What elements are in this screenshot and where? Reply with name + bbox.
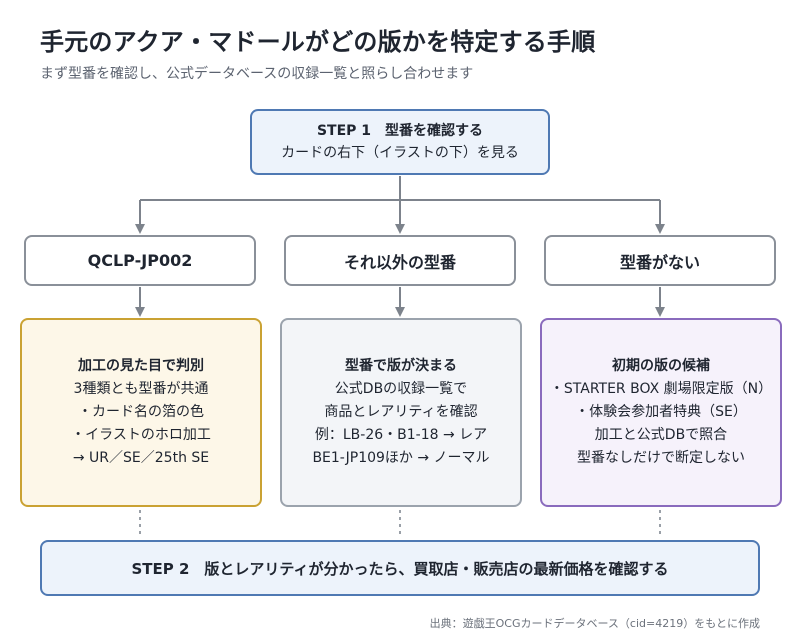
- detail-qclp-box: 加工の見た目で判別 3種類とも型番が共通 ・カード名の箔の色 ・イラストのホロ加…: [20, 318, 262, 507]
- branch-qclp-label: QCLP-JP002: [87, 251, 193, 270]
- detail-none-line: ・体験会参加者特典（SE）: [575, 404, 747, 420]
- detail-none-line: 型番なしだけで断定しない: [577, 450, 745, 466]
- branch-none-label: 型番がない: [619, 252, 700, 272]
- detail-other-heading: 型番で版が決まる: [345, 358, 457, 374]
- detail-other-line: 公式DBの収録一覧で: [334, 381, 468, 397]
- detail-other-box: 型番で版が決まる 公式DBの収録一覧で 商品とレアリティを確認 例：LB-26・…: [280, 318, 522, 507]
- detail-none-box: 初期の版の候補 ・STARTER BOX 劇場限定版（N） ・体験会参加者特典（…: [540, 318, 782, 507]
- detail-qclp-line: ・カード名の箔の色: [78, 404, 204, 420]
- step1-instruction: カードの右下（イラストの下）を見る: [281, 145, 519, 161]
- detail-none-line: ・STARTER BOX 劇場限定版（N）: [549, 381, 773, 397]
- detail-other-line: BE1-JP109ほか → ノーマル: [312, 450, 490, 466]
- detail-none-heading: 初期の版の候補: [612, 358, 710, 374]
- detail-qclp-line: → UR／SE／25th SE: [72, 450, 210, 466]
- detail-none-line: 加工と公式DBで照合: [594, 427, 728, 443]
- branch-none-box: 型番がない: [544, 235, 776, 286]
- detail-qclp-line: 3種類とも型番が共通: [73, 381, 209, 397]
- step2-box: STEP 2 版とレアリティが分かったら、買取店・販売店の最新価格を確認する: [40, 540, 760, 596]
- detail-qclp-line: ・イラストのホロ加工: [71, 427, 211, 443]
- detail-other-line: 商品とレアリティを確認: [324, 404, 478, 420]
- page-title: 手元のアクア・マドールがどの版かを特定する手順: [40, 28, 596, 56]
- branch-qclp-box: QCLP-JP002: [24, 235, 256, 286]
- source-note: 出典：遊戯王OCGカードデータベース（cid=4219）をもとに作成: [429, 617, 760, 630]
- step1-box: STEP 1 型番を確認する カードの右下（イラストの下）を見る: [250, 109, 550, 175]
- page-subtitle: まず型番を確認し、公式データベースの収録一覧と照らし合わせます: [40, 66, 474, 82]
- step2-text: STEP 2 版とレアリティが分かったら、買取店・販売店の最新価格を確認する: [131, 559, 669, 578]
- detail-qclp-heading: 加工の見た目で判別: [78, 358, 204, 374]
- detail-other-line: 例：LB-26・B1-18 → レア: [314, 427, 488, 443]
- branch-other-label: それ以外の型番: [343, 252, 456, 272]
- branch-other-box: それ以外の型番: [284, 235, 516, 286]
- step1-heading: STEP 1 型番を確認する: [316, 123, 484, 139]
